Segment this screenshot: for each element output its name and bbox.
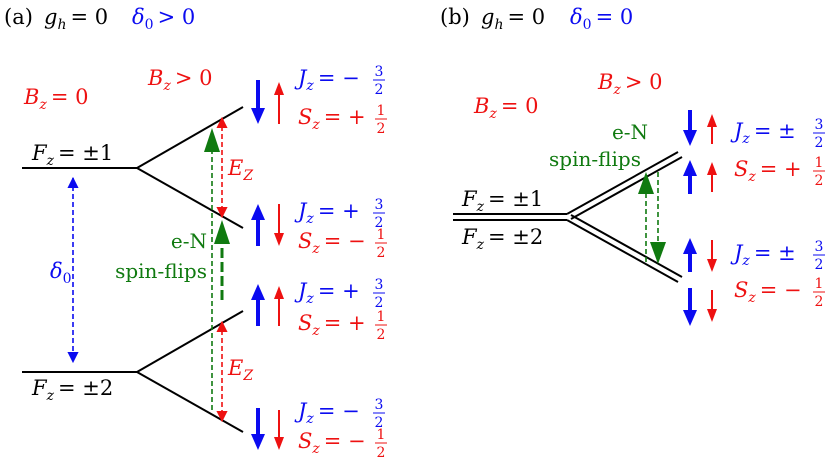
panel-a-gh: gh= 0 bbox=[44, 5, 108, 33]
jz-denominator: 2 bbox=[375, 82, 384, 98]
panel-b-level-labels: Jz= ± 3 2 Sz= + 1 2 Jz= ± 3 2 Sz= − 1 2 bbox=[730, 117, 825, 310]
sz-denominator: 2 bbox=[377, 245, 386, 261]
panel-b: (b) gh= 0 δ0= 0 Bz= 0 Bz> 0 Fz= ±1 Fz= ±… bbox=[440, 5, 825, 326]
panel-b-split-down-line bbox=[566, 219, 679, 283]
panel-b-degenerate-levels bbox=[453, 151, 683, 283]
panel-b-bz-pos: Bz> 0 bbox=[597, 70, 662, 98]
sz-numerator: 1 bbox=[377, 309, 386, 325]
nuclear-spin-down-arrowhead bbox=[274, 233, 284, 246]
panel-b-spinflip-up-arrowhead bbox=[638, 172, 654, 194]
jz-numerator: 3 bbox=[375, 397, 384, 413]
jz-denominator: 2 bbox=[815, 135, 824, 151]
panel-a-spinflip-label-1: e-N bbox=[171, 229, 207, 253]
jz-numerator: 3 bbox=[815, 117, 824, 133]
panel-b-spinflip-label-1: e-N bbox=[612, 120, 648, 144]
sz-numerator: 1 bbox=[377, 427, 386, 443]
nuclear-spin-up-arrowhead bbox=[707, 162, 717, 175]
jz-denominator: 2 bbox=[375, 295, 384, 311]
electron-spin-down-arrowhead bbox=[251, 434, 265, 450]
panel-b-level-lower: Jz= ± 3 2 Sz= − 1 2 bbox=[730, 239, 825, 310]
panel-b-spinflip-label-2: spin-flips bbox=[549, 147, 641, 171]
nuclear-spin-up-arrowhead bbox=[274, 286, 284, 299]
panel-a-spinflip-arrowhead-1 bbox=[204, 128, 220, 152]
sz-denominator: 2 bbox=[377, 327, 386, 343]
panel-b-split-up-line bbox=[570, 156, 683, 220]
panel-a-spinflip-arrowhead-2 bbox=[214, 220, 230, 244]
sz-label: Sz= + bbox=[298, 105, 366, 133]
panel-a: (a) gh= 0 δ0> 0 Bz= 0 Bz> 0 Fz= ±1 Fz= ±… bbox=[4, 5, 387, 461]
electron-spin-up-arrowhead bbox=[251, 204, 265, 220]
panel-a-level-2: Jz= + 3 2 Sz= − 1 2 bbox=[294, 197, 387, 261]
panel-a-delta: δ0> 0 bbox=[132, 5, 195, 33]
panel-b-delta: δ0= 0 bbox=[570, 5, 633, 33]
sz-label: Sz= − bbox=[298, 229, 366, 257]
sz-numerator: 1 bbox=[377, 103, 386, 119]
panel-a-fz2-label: Fz= ±2 bbox=[31, 376, 113, 404]
jz-label: Jz= + bbox=[294, 279, 360, 307]
panel-b-spin-arrows bbox=[683, 110, 717, 326]
panel-a-label: (a) bbox=[4, 5, 33, 29]
jz-denominator: 2 bbox=[375, 215, 384, 231]
panel-b-spinflip-down-arrowhead bbox=[650, 242, 666, 264]
panel-a-level-4: Jz= − 3 2 Sz= − 1 2 bbox=[294, 397, 387, 461]
sz-denominator: 2 bbox=[815, 173, 824, 189]
sz-label: Sz= − bbox=[298, 429, 366, 457]
sz-denominator: 2 bbox=[377, 121, 386, 137]
panel-a-level-1: Jz= − 3 2 Sz= + 1 2 bbox=[294, 64, 387, 137]
electron-spin-down-arrowhead bbox=[251, 108, 265, 124]
nuclear-spin-down-arrowhead bbox=[707, 309, 717, 322]
panel-a-bz-zero: Bz= 0 bbox=[23, 85, 88, 113]
panel-a-ez-label-top: EZ bbox=[227, 156, 253, 184]
sz-denominator: 2 bbox=[377, 445, 386, 461]
electron-spin-up-arrowhead bbox=[251, 284, 265, 300]
panel-a-ez-label-bottom: EZ bbox=[227, 356, 253, 384]
jz-label: Jz= ± bbox=[730, 119, 796, 147]
electron-spin-down-arrowhead bbox=[683, 130, 697, 146]
panel-b-label: (b) bbox=[440, 5, 470, 29]
jz-label: Jz= − bbox=[294, 66, 360, 94]
electron-spin-down-arrowhead bbox=[683, 310, 697, 326]
electron-spin-up-arrowhead bbox=[683, 160, 697, 176]
panel-b-split-down-line bbox=[570, 214, 683, 278]
sz-numerator: 1 bbox=[815, 276, 824, 292]
panel-a-fz2-split-down bbox=[136, 371, 244, 433]
panel-a-fz1-label: Fz= ±1 bbox=[31, 141, 113, 169]
sz-numerator: 1 bbox=[815, 155, 824, 171]
jz-numerator: 3 bbox=[375, 197, 384, 213]
panel-b-gh: gh= 0 bbox=[481, 5, 545, 33]
sz-label: Sz= + bbox=[298, 311, 366, 339]
panel-a-spinflip-label-2: spin-flips bbox=[115, 259, 207, 283]
sz-denominator: 2 bbox=[815, 294, 824, 310]
jz-label: Jz= ± bbox=[730, 241, 796, 269]
jz-numerator: 3 bbox=[815, 239, 824, 255]
panel-a-level-3: Jz= + 3 2 Sz= + 1 2 bbox=[294, 277, 387, 343]
panel-b-bz-zero: Bz= 0 bbox=[473, 94, 538, 122]
jz-label: Jz= − bbox=[294, 399, 360, 427]
panel-a-spin-arrows bbox=[251, 80, 284, 450]
panel-b-level-upper: Jz= ± 3 2 Sz= + 1 2 bbox=[730, 117, 825, 189]
panel-b-split-up-line bbox=[566, 151, 679, 215]
sz-label: Sz= − bbox=[734, 278, 802, 306]
panel-b-fz2-label: Fz= ±2 bbox=[461, 225, 543, 253]
jz-denominator: 2 bbox=[815, 257, 824, 273]
panel-a-level-labels: Jz= − 3 2 Sz= + 1 2 Jz= + 3 2 Sz= − 1 2 bbox=[294, 64, 387, 461]
jz-label: Jz= + bbox=[294, 199, 360, 227]
panel-a-bz-pos: Bz> 0 bbox=[147, 66, 212, 94]
panel-b-fz1-label: Fz= ±1 bbox=[461, 187, 543, 215]
nuclear-spin-down-arrowhead bbox=[707, 259, 717, 272]
sz-numerator: 1 bbox=[377, 227, 386, 243]
nuclear-spin-up-arrowhead bbox=[707, 114, 717, 127]
nuclear-spin-down-arrowhead bbox=[274, 437, 284, 450]
electron-spin-up-arrowhead bbox=[683, 238, 697, 254]
panel-a-delta0-label: δ0 bbox=[50, 259, 72, 287]
jz-numerator: 3 bbox=[375, 277, 384, 293]
sz-label: Sz= + bbox=[734, 157, 802, 185]
nuclear-spin-up-arrowhead bbox=[274, 82, 284, 95]
jz-denominator: 2 bbox=[375, 415, 384, 431]
jz-numerator: 3 bbox=[375, 64, 384, 80]
